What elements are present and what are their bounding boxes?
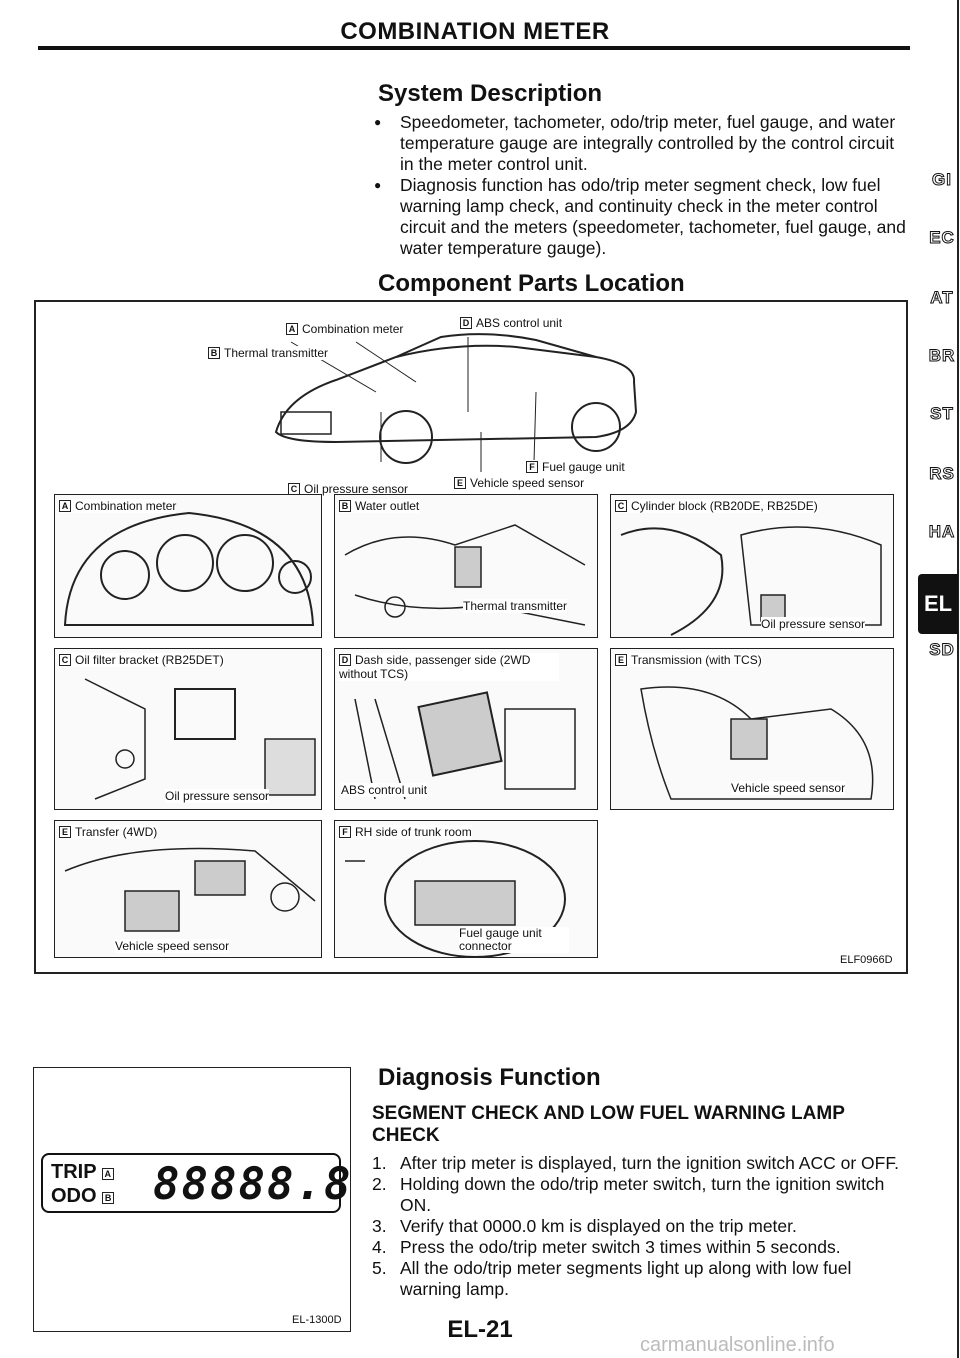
watermark: carmanualsonline.info bbox=[640, 1334, 835, 1356]
tab-ec[interactable]: EC bbox=[929, 228, 955, 248]
car-overview-illustration bbox=[274, 333, 638, 472]
diagnosis-title: Diagnosis Function bbox=[378, 1064, 601, 1091]
diagnosis-steps: 1.After trip meter is displayed, turn th… bbox=[372, 1153, 912, 1300]
panel-c1-callout: Oil pressure sensor bbox=[761, 617, 866, 631]
component-parts-title: Component Parts Location bbox=[378, 270, 685, 297]
tab-el-active[interactable]: EL bbox=[918, 574, 958, 634]
odo-display-figure: TRIP A ODO B 88888.8 EL-1300D bbox=[33, 1067, 351, 1332]
panel-b-callout: Thermal transmitter bbox=[463, 599, 568, 613]
page-number: EL-21 bbox=[447, 1316, 513, 1343]
odo-label: ODO B bbox=[51, 1185, 118, 1208]
system-description-title: System Description bbox=[378, 80, 603, 107]
tab-br[interactable]: BR bbox=[928, 346, 956, 366]
segment-digits: 88888.8 bbox=[153, 1159, 353, 1210]
step-item: 4.Press the odo/trip meter switch 3 time… bbox=[372, 1237, 841, 1257]
trip-label: TRIP A bbox=[51, 1161, 118, 1184]
tab-at[interactable]: AT bbox=[930, 288, 954, 308]
step-item: 5.All the odo/trip meter segments light … bbox=[372, 1258, 852, 1299]
tab-ha[interactable]: HA bbox=[928, 522, 956, 542]
figure-code: ELF0966D bbox=[840, 954, 893, 966]
step-item: 2.Holding down the odo/trip meter switch… bbox=[372, 1174, 885, 1215]
step-item: 3.Verify that 0000.0 km is displayed on … bbox=[372, 1216, 797, 1236]
bullet-item: Speedometer, tachometer, odo/trip meter,… bbox=[370, 112, 912, 175]
tab-rs[interactable]: RS bbox=[929, 464, 955, 484]
diagnosis-subtitle: SEGMENT CHECK AND LOW FUEL WARNING LAMP … bbox=[372, 1103, 845, 1146]
panel-e1-callout: Vehicle speed sensor bbox=[731, 781, 846, 795]
page-edge-rule bbox=[957, 0, 959, 1358]
tab-gi[interactable]: GI bbox=[932, 170, 952, 190]
odo-trip-display: TRIP A ODO B 88888.8 bbox=[41, 1153, 350, 1213]
header-rule bbox=[38, 46, 910, 50]
panel-e2-callout: Vehicle speed sensor bbox=[115, 939, 230, 953]
tab-st[interactable]: ST bbox=[930, 404, 954, 424]
system-description-bullets: Speedometer, tachometer, odo/trip meter,… bbox=[370, 112, 912, 259]
display-figure-code: EL-1300D bbox=[292, 1314, 342, 1326]
panel-d-callout: ABS control unit bbox=[341, 783, 428, 797]
panel-c2-callout: Oil pressure sensor bbox=[165, 789, 270, 803]
tab-sd[interactable]: SD bbox=[929, 640, 955, 660]
step-item: 1.After trip meter is displayed, turn th… bbox=[372, 1153, 899, 1173]
bullet-item: Diagnosis function has odo/trip meter se… bbox=[370, 175, 912, 259]
panel-f-callout: Fuel gauge unit connector bbox=[459, 927, 569, 953]
page-header: COMBINATION METER bbox=[340, 18, 610, 45]
